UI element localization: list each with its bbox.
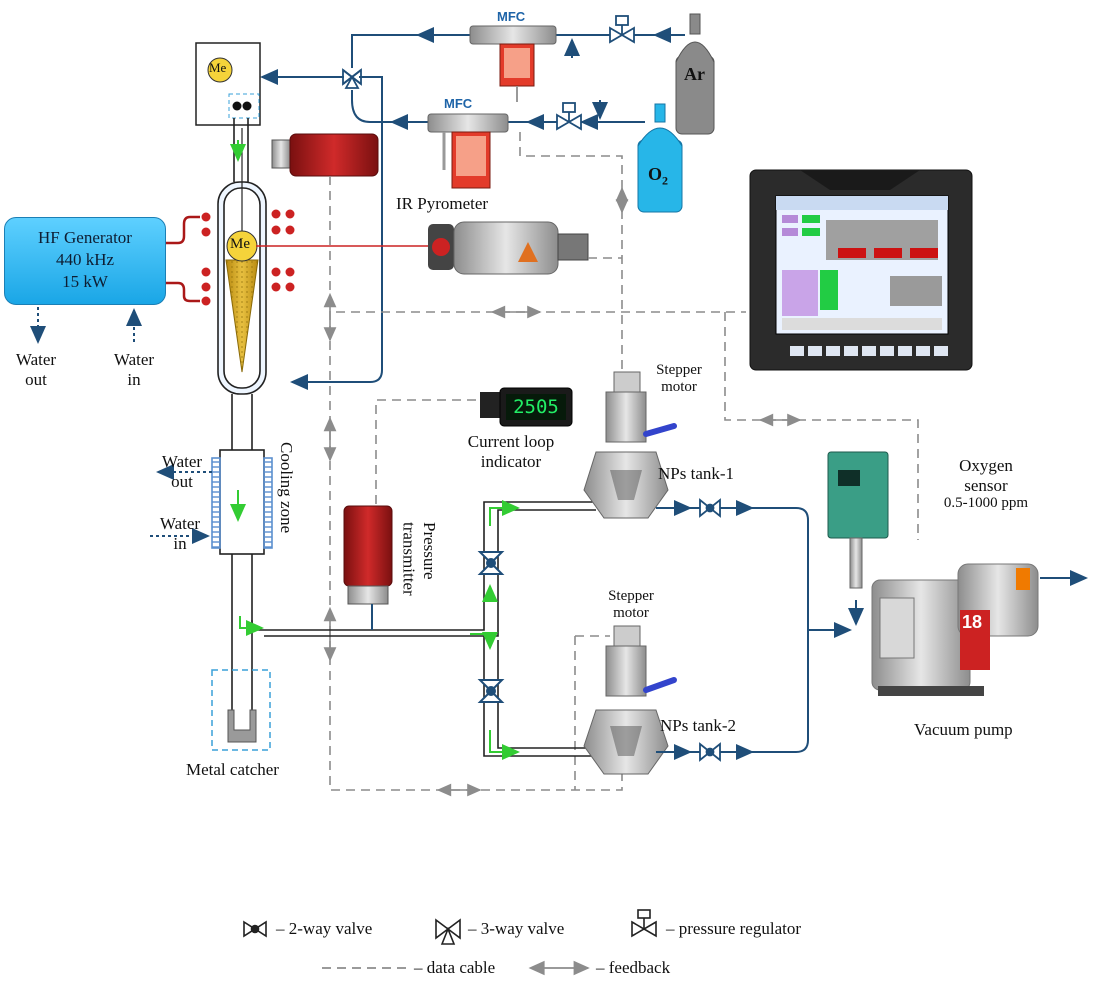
water-in-left-label: Water in [104,350,164,389]
stepper-motor-1-line2: motor [661,379,697,396]
water-out-cooling-line1: Water [161,452,203,471]
pressure-transmitter-device [343,505,393,630]
mfc-device-top [469,25,557,102]
induction-coil [201,209,295,306]
current-loop-indicator-device [480,387,573,427]
feedback-arrows [323,186,802,797]
nps-tank-2-label: NPs tank-2 [660,716,737,735]
water-in-left-line2: in [127,369,141,389]
current-loop-label: Current loop indicator [456,432,566,471]
water-out-left-line2: out [25,369,47,389]
generator-power: 15 kW [62,272,108,292]
stepper-motor-1-line1: Stepper [656,362,702,378]
oxygen-sensor-line1: Oxygen [959,456,1013,475]
nps-tank-1-label: NPs tank-1 [658,464,735,483]
oxygen-sensor-line3: 0.5-1000 ppm [943,495,1029,512]
stepper-motor-2-line2: motor [613,605,649,622]
pressure-regulator-ar[interactable] [609,15,635,44]
gas-lines [260,27,685,390]
data-cables [329,132,919,791]
ar-label: Ar [684,64,705,84]
water-in-cooling-line1: Water [159,514,201,533]
two-way-valve-line1[interactable] [477,551,505,575]
mfc-bottom-label: MFC [444,96,473,111]
pressure-transmitter-label: Pressure transmitter [398,522,439,596]
water-out-cooling-line2: out [171,471,193,491]
two-way-valve-tank2[interactable] [699,742,721,762]
vacuum-pump-label: Vacuum pump [914,720,1013,739]
stepper-motor-2-line1: Stepper [608,588,654,604]
two-way-valve-line2[interactable] [477,679,505,703]
oxygen-sensor-device [827,451,889,589]
pressure-regulator-o2[interactable] [556,102,582,131]
green-flow-arrows [239,500,520,760]
water-in-left-line1: Water [113,350,155,369]
o2-label: O2 [648,164,668,188]
wire-feeder-box [195,42,261,126]
o2-symbol: O [648,164,663,184]
water-out-left-line1: Water [15,350,57,369]
pump-number: 18 [962,612,983,632]
current-loop-line2: indicator [480,451,542,471]
current-loop-line1: Current loop [467,432,555,451]
vacuum-pump-device [871,563,1039,696]
o2-subscript: 2 [662,173,669,188]
legend-two-way-label: – 2-way valve [276,919,373,938]
legend-data-cable-label: – data cable [414,958,496,977]
three-way-valve-gas[interactable] [342,68,362,89]
legend-three-way-label: – 3-way valve [468,919,565,938]
vacuum-lines [656,500,1088,760]
two-way-valve-tank1[interactable] [699,498,721,518]
water-in-cooling-line2: in [173,533,187,553]
mfc-top-label: MFC [497,9,526,24]
generator-name: HF Generator [38,228,132,247]
stepper-motor-2-label: Stepper motor [596,588,666,623]
mfc-device-bottom [427,113,509,189]
metal-catcher [211,669,271,751]
camera-device [271,133,379,177]
legend-regulator-label: – pressure regulator [666,919,802,938]
oxygen-sensor-label: Oxygen sensor 0.5-1000 ppm [936,456,1036,512]
legend-feedback-label: – feedback [596,958,671,977]
water-in-cooling-label: Water in [150,514,210,553]
pressure-transmitter-line1: Pressure [419,522,439,580]
metal-catcher-label: Metal catcher [186,760,279,779]
ir-pyrometer-label: IR Pyrometer [396,194,489,213]
legend-three-way-valve-icon [435,918,461,945]
water-out-left-label: Water out [6,350,66,389]
generator-frequency: 440 kHz [55,250,115,270]
me-droplet-label: Me [230,236,250,252]
legend-two-way-valve-icon [243,920,267,938]
ar-cylinder [675,13,715,135]
water-out-cooling-label: Water out [152,452,212,491]
nps-tank-2 [583,625,677,775]
nps-tank-1 [583,371,677,519]
me-feeder-label: Me [209,60,227,75]
ir-pyrometer-device [428,221,589,275]
legend-pressure-regulator-icon [631,909,657,938]
current-loop-display: 2505 [513,396,559,418]
stepper-motor-1-label: Stepper motor [644,362,714,397]
hf-generator: HF Generator 440 kHz 15 kW [4,217,166,305]
pressure-transmitter-line2: transmitter [399,522,419,596]
cooling-zone-label: Cooling zone [277,442,296,534]
o2-cylinder [637,103,683,213]
hmi-panel [749,169,973,371]
oxygen-sensor-line2: sensor [964,475,1008,495]
